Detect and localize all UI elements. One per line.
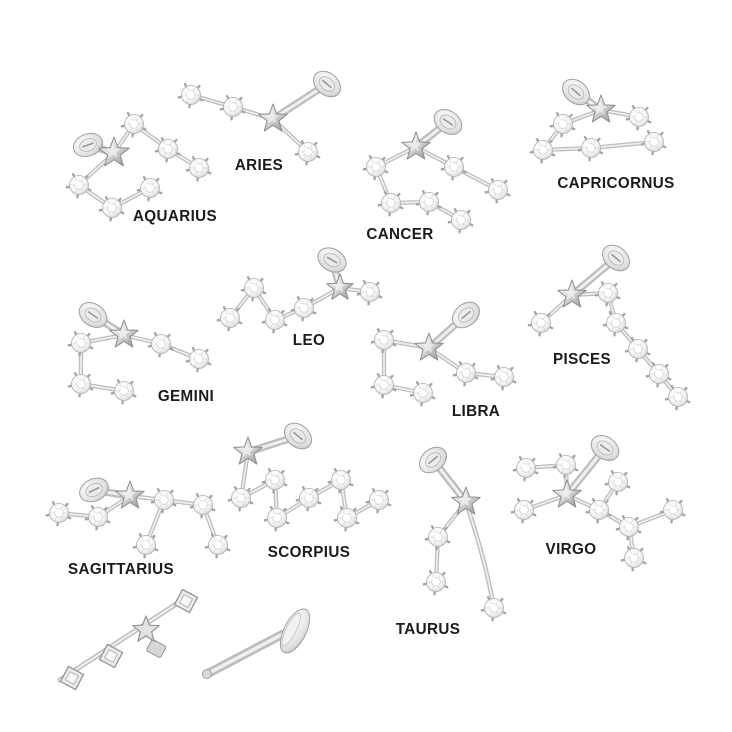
constellation-name-pisces: PISCES: [552, 351, 612, 368]
earring-graphic-capricornus: [529, 78, 667, 164]
earring-pisces: [525, 243, 700, 428]
earring-graphic-virgo: [510, 435, 686, 572]
earring-graphic-scorpius: [227, 422, 392, 532]
constellation-name-capricornus: CAPRICORNUS: [557, 175, 675, 192]
constellation-name-aquarius: AQUARIUS: [132, 208, 218, 225]
earring-graphic-libra: [370, 301, 517, 407]
earring-graphic-cancer: [362, 109, 511, 234]
earring-virgo: [495, 435, 707, 626]
constellation-name-taurus: TAURUS: [395, 621, 461, 638]
earring-back-graphic: [57, 588, 199, 691]
constellation-name-aries: ARIES: [234, 157, 284, 174]
earring-graphic-pisces: [527, 244, 691, 411]
earring-gemini: [60, 302, 255, 438]
earring-back-view: [40, 580, 215, 700]
earring-cancer: [360, 88, 535, 253]
earring-graphic-sagittarius: [45, 477, 231, 559]
constellation-name-gemini: GEMINI: [157, 388, 215, 405]
earring-graphic-gemini: [67, 302, 212, 405]
earring-sagittarius: [45, 448, 250, 566]
earring-graphic-taurus: [419, 446, 507, 622]
earring-taurus: [388, 446, 528, 650]
earring-scorpius: [227, 422, 408, 548]
constellation-name-leo: LEO: [292, 332, 326, 349]
earring-graphic-aquarius: [65, 111, 212, 222]
earring-aquarius: [55, 95, 240, 230]
earring-graphic-leo: [216, 247, 383, 334]
earring-graphic-aries: [177, 70, 341, 166]
constellation-name-cancer: CANCER: [366, 226, 434, 243]
earring-aries: [175, 62, 350, 174]
constellation-name-sagittarius: SAGITTARIUS: [67, 561, 175, 578]
labret-post-bar: [195, 600, 335, 710]
labret-post-graphic: [202, 608, 311, 679]
earring-leo: [216, 247, 388, 360]
constellation-name-libra: LIBRA: [451, 403, 501, 420]
constellation-name-scorpius: SCORPIUS: [267, 544, 351, 561]
earring-libra: [355, 273, 520, 428]
earring-capricornus: [505, 78, 710, 203]
constellation-name-virgo: VIRGO: [545, 541, 597, 558]
